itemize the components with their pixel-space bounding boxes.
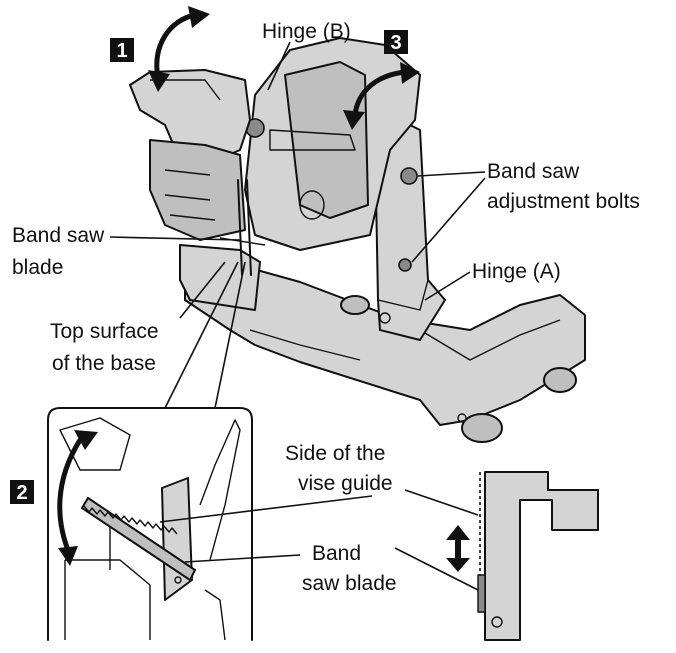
callout-line-left bbox=[164, 261, 239, 409]
label-top-surface-line1: Top surface bbox=[50, 320, 159, 343]
base-knob bbox=[340, 295, 370, 315]
lower-cover bbox=[179, 244, 261, 311]
label-bolts-line2: adjustment bolts bbox=[487, 190, 640, 213]
adjustment-bolt-upper bbox=[400, 167, 418, 185]
adjustment-bolt-lower bbox=[398, 258, 412, 272]
svg-text:1: 1 bbox=[116, 40, 127, 62]
label-blade-main-line1: Band saw bbox=[12, 224, 105, 247]
band-saw-blade-main bbox=[237, 179, 252, 276]
label-bolts-line1: Band saw bbox=[487, 160, 580, 183]
label-blade-inset-line2: saw blade bbox=[302, 572, 397, 595]
label-top-surface-line2: of the base bbox=[52, 352, 156, 375]
rotate-arrow-1 bbox=[148, 6, 210, 92]
callout-line-right bbox=[214, 261, 246, 409]
saw-handle bbox=[129, 69, 251, 166]
label-vise-side-line2: vise guide bbox=[298, 472, 393, 495]
detail-inset bbox=[47, 407, 253, 641]
label-blade-inset-line1: Band bbox=[312, 542, 361, 565]
base-wheel-rear bbox=[543, 367, 577, 393]
svg-text:3: 3 bbox=[390, 32, 401, 54]
base-wheel-front bbox=[461, 413, 503, 443]
label-hinge-b: Hinge (B) bbox=[262, 20, 351, 43]
step-badge-2: 2 bbox=[10, 480, 34, 504]
label-vise-side-line1: Side of the bbox=[285, 442, 385, 465]
vise-guide-profile bbox=[484, 471, 599, 641]
label-hinge-a: Hinge (A) bbox=[472, 260, 561, 283]
svg-text:2: 2 bbox=[16, 482, 27, 504]
vise-guide-side-detail bbox=[446, 471, 599, 641]
rotate-arrow-3 bbox=[343, 62, 420, 130]
label-blade-main-line2: blade bbox=[12, 256, 63, 279]
step-badge-3: 3 bbox=[384, 30, 408, 54]
band-saw-blade-inset bbox=[81, 497, 196, 581]
motor-housing bbox=[149, 139, 246, 241]
step-badge-1: 1 bbox=[110, 38, 134, 62]
vise-guide-plate-inset bbox=[161, 477, 193, 601]
